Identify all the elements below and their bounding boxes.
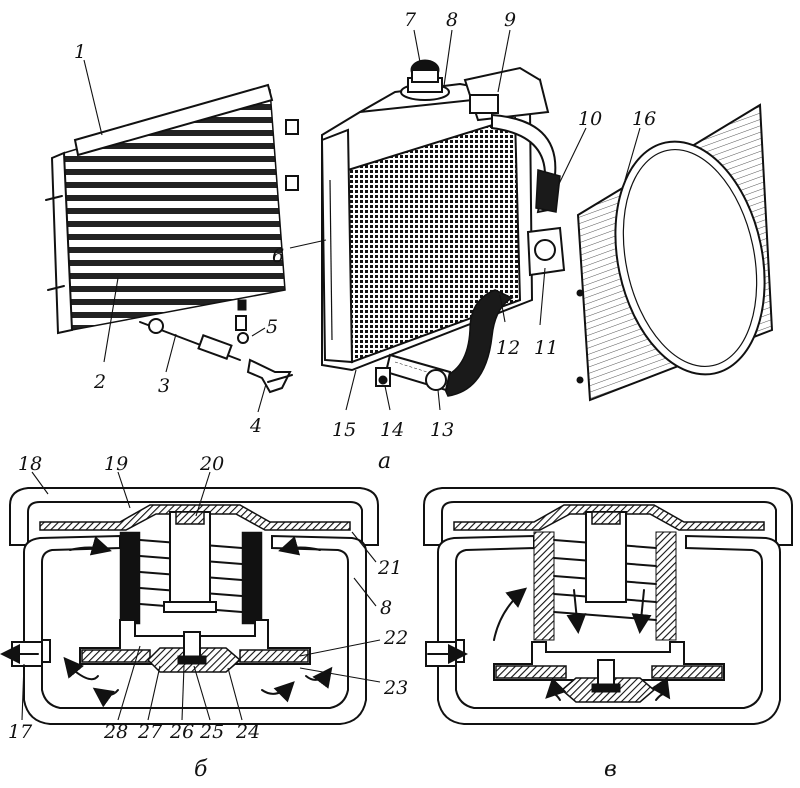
drain-cock-14 bbox=[375, 367, 391, 387]
thermostat-housing-11 bbox=[526, 226, 566, 277]
callout-27: 27 bbox=[137, 721, 163, 743]
callout-28: 28 bbox=[103, 721, 128, 743]
callout-25: 25 bbox=[199, 721, 224, 743]
callout-23: 23 bbox=[383, 677, 408, 699]
panel-label-v: в bbox=[604, 757, 617, 782]
expansion-tank-9 bbox=[463, 66, 550, 122]
callout-11: 11 bbox=[534, 337, 558, 359]
callout-20: 20 bbox=[199, 453, 224, 475]
leaders-panel-a bbox=[83, 29, 641, 413]
callout-5: 5 bbox=[266, 316, 278, 338]
callout-21: 21 bbox=[377, 557, 402, 579]
callout-10: 10 bbox=[578, 108, 602, 130]
callout-13: 13 bbox=[430, 419, 454, 441]
callout-12: 12 bbox=[496, 337, 520, 359]
callout-26: 26 bbox=[169, 721, 194, 743]
callout-6: 6 bbox=[272, 245, 284, 267]
callout-15: 15 bbox=[332, 419, 356, 441]
callout-22: 22 bbox=[383, 627, 408, 649]
drain-valve-assembly-3-4-5 bbox=[139, 299, 293, 394]
callout-7: 7 bbox=[404, 9, 417, 31]
callout-16: 16 bbox=[632, 108, 656, 130]
callout-1: 1 bbox=[74, 41, 86, 63]
callout-18: 18 bbox=[18, 453, 42, 475]
callout-2: 2 bbox=[93, 371, 106, 393]
fan-shroud-16 bbox=[576, 103, 774, 402]
condenser-core-1-2 bbox=[45, 83, 299, 335]
callout-4: 4 bbox=[249, 415, 262, 437]
callout-19: 19 bbox=[104, 453, 128, 475]
callout-8-cap: 8 bbox=[380, 597, 392, 619]
callout-17: 17 bbox=[8, 721, 33, 743]
cap-section-left bbox=[0, 487, 379, 725]
leaders-panel-b bbox=[21, 471, 381, 721]
cap-section-right bbox=[423, 487, 793, 725]
upper-hose-10 bbox=[491, 113, 561, 214]
panel-label-a: а bbox=[378, 449, 391, 474]
callout-8: 8 bbox=[446, 9, 458, 31]
callout-9: 9 bbox=[504, 9, 516, 31]
callout-3: 3 bbox=[158, 375, 170, 397]
callout-24: 24 bbox=[235, 721, 260, 743]
lower-hose-12-13 bbox=[384, 289, 514, 397]
spring-left bbox=[119, 531, 263, 625]
filler-neck-7-8 bbox=[400, 59, 450, 101]
panel-label-b: б bbox=[194, 757, 208, 782]
callout-14: 14 bbox=[380, 419, 404, 441]
